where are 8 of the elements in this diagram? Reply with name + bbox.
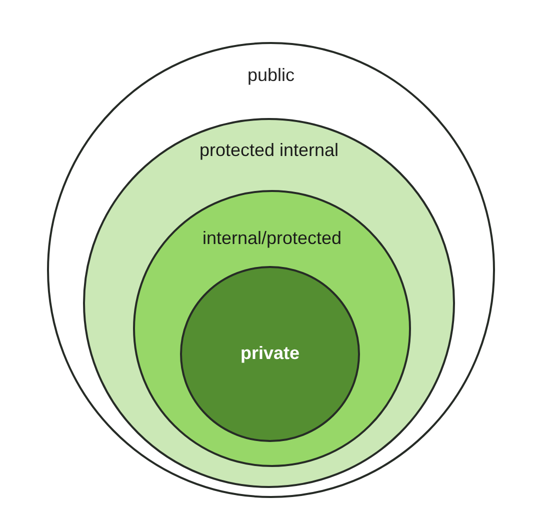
scope-ellipse [47, 42, 495, 498]
scope-label: protected internal [199, 139, 339, 161]
scope-ellipse [180, 266, 360, 442]
scope-ellipse [83, 118, 455, 488]
scope-label: public [247, 64, 295, 86]
scope-ellipse [133, 190, 411, 467]
scope-label: private [240, 342, 300, 364]
scope-label: internal/protected [202, 227, 342, 249]
